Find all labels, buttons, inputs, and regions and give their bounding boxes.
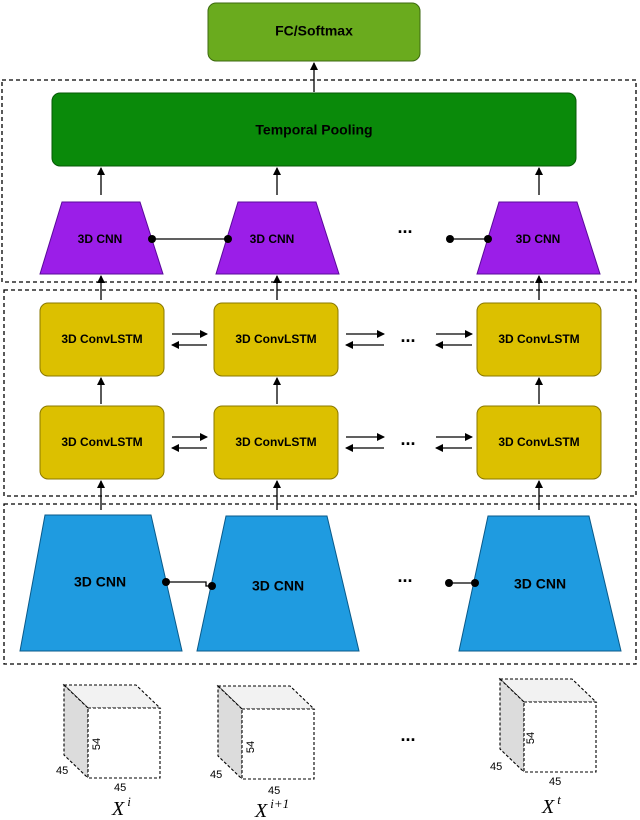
cube-3-dim-45-bottom: 45 [549, 776, 561, 788]
top-cnn-2-label: 3D CNN [250, 232, 295, 246]
top-cnn-connector-2-end [484, 235, 492, 243]
convlstm-r2-c2 [213, 405, 339, 480]
convlstm-r1-c1-label: 3D ConvLSTM [61, 332, 142, 346]
bi-arrows-r2-b [345, 433, 385, 452]
bottom-cnn-connector-2-start [445, 579, 453, 587]
convlstm-r2-c3-label: 3D ConvLSTM [498, 435, 579, 449]
convlstm-r1-c2 [213, 302, 339, 377]
convlstm-r2-c3 [476, 405, 602, 480]
input-label-1-sup: i [127, 794, 131, 809]
convlstm-r2-c2-label: 3D ConvLSTM [235, 435, 316, 449]
top-cnn-connector-2-start [446, 235, 454, 243]
cube-1-dim-54: 54 [91, 738, 103, 750]
input-cube-1: 54 45 45 [56, 683, 162, 794]
input-label-1-base: X [111, 798, 125, 820]
input-label-2-sup: i+1 [270, 796, 289, 811]
cube-1-dim-45-side: 45 [56, 765, 68, 777]
bottom-cnn-3 [458, 515, 622, 652]
cube-1-dim-45-bottom: 45 [114, 782, 126, 794]
temporal-pooling-box [51, 92, 577, 167]
top-cnn-2 [215, 201, 340, 275]
bottom-cnn-1-label: 3D CNN [74, 574, 126, 590]
convlstm-r1-c1 [39, 302, 165, 377]
convlstm-r2-ellipsis: ... [400, 429, 415, 449]
bi-arrows-r2-c [435, 433, 473, 452]
temporal-pooling-label: Temporal Pooling [255, 122, 372, 138]
input-label-3-sup: t [557, 792, 561, 807]
bottom-cnn-3-label: 3D CNN [514, 576, 566, 592]
cube-2-dim-45-side: 45 [210, 769, 222, 781]
cube-2-dim-54: 54 [245, 741, 257, 753]
bi-arrows-r1-b [345, 330, 385, 349]
fc-softmax-label: FC/Softmax [275, 23, 353, 39]
cube-2-dim-45-bottom: 45 [268, 785, 280, 797]
cnn-group-box [3, 503, 637, 665]
top-cnn-connector-1-end [224, 235, 232, 243]
cube-3-dim-45-side: 45 [490, 761, 502, 773]
bi-arrows-r1-c [435, 330, 473, 349]
convlstm-r2-c1-label: 3D ConvLSTM [61, 435, 142, 449]
bi-arrows-r2-a [171, 433, 208, 452]
cube-3-dim-54: 54 [525, 732, 537, 744]
temporal-group-box [1, 79, 637, 283]
bottom-cnn-connector-1-end [208, 582, 216, 590]
top-ellipsis: ... [397, 217, 412, 237]
convlstm-r1-ellipsis: ... [400, 326, 415, 346]
top-cnn-3 [476, 201, 601, 275]
bottom-ellipsis: ... [397, 566, 412, 586]
input-ellipsis: ... [400, 725, 415, 745]
top-cnn-connector-1-start [148, 235, 156, 243]
bottom-cnn-2 [196, 515, 360, 652]
input-label-3-base: X [541, 796, 555, 818]
convlstm-group-box [3, 289, 637, 497]
bottom-cnn-1 [19, 514, 183, 652]
top-cnn-1-label: 3D CNN [78, 232, 123, 246]
bottom-cnn-connector-2-end [471, 579, 479, 587]
input-cube-3: 54 45 45 [490, 677, 598, 788]
convlstm-r1-c3 [476, 302, 602, 377]
bottom-cnn-2-label: 3D CNN [252, 578, 304, 594]
bottom-cnn-connector-1 [166, 581, 212, 587]
convlstm-r1-c3-label: 3D ConvLSTM [498, 332, 579, 346]
top-cnn-3-label: 3D CNN [516, 232, 561, 246]
convlstm-r2-c1 [39, 405, 165, 480]
top-cnn-1 [39, 201, 164, 275]
input-cube-2: 54 45 45 [210, 684, 316, 797]
convlstm-r1-c2-label: 3D ConvLSTM [235, 332, 316, 346]
bottom-cnn-connector-1-start [162, 578, 170, 586]
fc-softmax-box [207, 2, 421, 62]
bi-arrows-r1-a [171, 330, 208, 349]
input-label-2-base: X [254, 800, 268, 820]
